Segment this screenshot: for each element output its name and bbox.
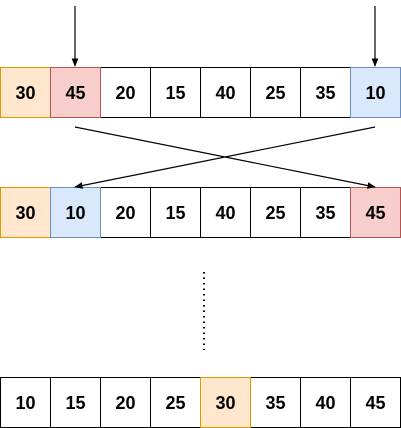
array-cell-value: 45 (365, 203, 385, 223)
array-cell-value: 35 (265, 393, 285, 413)
array-cell-default (150, 187, 201, 238)
array-cell-pivot (0, 67, 51, 118)
array-cell-value: 25 (265, 83, 285, 103)
array-cell-default (300, 67, 351, 118)
array-cell-right (350, 67, 401, 118)
array-cell-default (250, 377, 301, 428)
array-rows: 30 45 20 15 40 25 35 10 30 10 20 15 40 25 35 45 10 15 20 25… (0, 67, 401, 428)
array-cell-value: 20 (115, 83, 135, 103)
row-swapped: 30 10 20 15 40 25 35 45 (0, 187, 401, 238)
array-cell-left (50, 67, 101, 118)
array-cell-default (100, 67, 151, 118)
array-cell-value: 25 (265, 203, 285, 223)
row-initial: 30 45 20 15 40 25 35 10 (0, 67, 401, 118)
array-cell-value: 10 (65, 203, 85, 223)
array-cell-default (300, 377, 351, 428)
swap-arrow-right-to-left (74, 126, 376, 189)
array-cell-value: 40 (215, 83, 235, 103)
array-cell-default (0, 377, 51, 428)
array-cell-default (350, 377, 401, 428)
array-cell-value: 10 (365, 83, 385, 103)
array-cell-right (50, 187, 101, 238)
array-cell-default (250, 187, 301, 238)
array-cell-value: 45 (365, 393, 385, 413)
array-cell-value: 10 (15, 393, 35, 413)
array-cell-value: 20 (115, 203, 135, 223)
array-cell-default (50, 377, 101, 428)
array-cell-pivot (0, 187, 51, 238)
array-cell-default (100, 377, 151, 428)
array-cell-default (200, 67, 251, 118)
array-cell-value: 35 (315, 83, 335, 103)
row-final: 10 15 20 25 30 35 40 45 (0, 377, 401, 428)
array-cell-value: 15 (165, 203, 185, 223)
array-cell-value: 40 (215, 203, 235, 223)
array-cell-value: 45 (65, 83, 85, 103)
array-cell-value: 30 (15, 83, 35, 103)
array-cell-pivot (200, 377, 251, 428)
array-cell-default (150, 377, 201, 428)
array-cell-value: 30 (215, 393, 235, 413)
array-cell-default (150, 67, 201, 118)
array-cell-value: 15 (65, 393, 85, 413)
array-cell-default (300, 187, 351, 238)
array-cell-value: 15 (165, 83, 185, 103)
array-cell-value: 30 (15, 203, 35, 223)
array-cell-value: 35 (315, 203, 335, 223)
array-cell-value: 25 (165, 393, 185, 413)
array-cell-left (350, 187, 401, 238)
array-cell-value: 40 (315, 393, 335, 413)
array-cell-value: 20 (115, 393, 135, 413)
